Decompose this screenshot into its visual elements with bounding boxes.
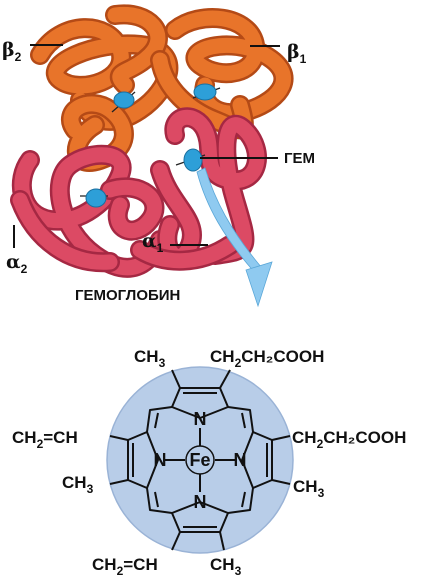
alpha1-label: α1 — [142, 230, 164, 255]
n-atom-left: N — [154, 450, 167, 470]
heme-disc-alpha2 — [80, 188, 108, 208]
heme-disc-beta1 — [192, 83, 221, 101]
porphyrin-ring-bonds — [109, 369, 291, 551]
iron-center: Fe — [185, 445, 215, 475]
n-atom-bottom: N — [194, 492, 207, 512]
alpha-chains — [10, 107, 267, 278]
substituent-top-right: CH2CH₂COOH — [210, 347, 324, 370]
heme-disc-beta2 — [111, 91, 136, 113]
heme-groups — [80, 83, 221, 208]
alpha2-label: α2 — [6, 251, 28, 276]
heme-disc-alpha1 — [175, 148, 206, 172]
substituent-top-left: CH3 — [134, 347, 166, 370]
beta1-label: β1 — [287, 41, 307, 66]
fe-atom: Fe — [189, 450, 210, 470]
zoom-arrow — [196, 167, 273, 308]
substituent-right-methyl: CH3 — [293, 477, 325, 500]
beta2-chain — [30, 4, 179, 172]
label-leaders — [13, 44, 280, 248]
beta2-label: β2 — [2, 39, 22, 64]
hemoglobin-protein-model: β2 β1 α2 α1 ГЕМ ГЕМОГЛОБИН — [2, 4, 315, 308]
substituent-left-methyl: CH3 — [62, 473, 94, 496]
alpha2-chain — [10, 144, 170, 278]
hemoglobin-label: ГЕМОГЛОБИН — [75, 287, 180, 304]
heme-label: ГЕМ — [284, 150, 315, 167]
heme-structural-formula: Fe N N N N CH3 CH2CH₂COOH CH2CH₂COOH CH2… — [12, 347, 406, 578]
substituent-right: CH2CH₂COOH — [292, 428, 406, 451]
substituent-bottom-vinyl: CH2=CH — [92, 555, 158, 578]
substituent-bottom-methyl: CH3 — [210, 555, 242, 578]
n-atom-right: N — [234, 450, 247, 470]
substituent-left-vinyl: CH2=CH — [12, 428, 78, 451]
n-atom-top: N — [194, 409, 207, 429]
